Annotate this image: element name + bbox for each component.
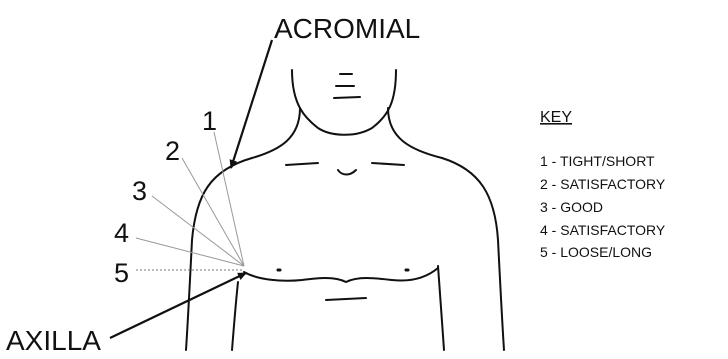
acromial-label: ACROMIAL (274, 13, 420, 44)
sternal-notch (338, 170, 356, 175)
acromial-arrow (231, 40, 272, 168)
key-legend: KEY 1 - TIGHT/SHORT 2 - SATISFACTORY 3 -… (540, 109, 666, 260)
neck-right (388, 108, 442, 158)
mouth (334, 97, 360, 98)
axilla-label: AXILLA (6, 325, 101, 354)
key-item-5: 5 - LOOSE/LONG (540, 244, 652, 260)
right-shoulder-arm (442, 158, 504, 350)
torso-outline (186, 70, 504, 350)
marker-1: 1 (202, 106, 217, 136)
right-clavicle (372, 163, 404, 165)
left-inner-arm (232, 282, 238, 350)
marker-4: 4 (114, 218, 129, 248)
key-title: KEY (540, 109, 572, 126)
neck-left (252, 108, 300, 158)
left-clavicle (286, 163, 318, 165)
axilla-arrow (110, 273, 246, 338)
face-outline (292, 70, 396, 135)
key-item-4: 4 - SATISFACTORY (540, 222, 666, 238)
marker-5: 5 (114, 258, 129, 288)
marker-2: 2 (165, 136, 180, 166)
pointer-lines (136, 132, 244, 270)
right-inner-arm (438, 266, 444, 350)
key-item-2: 2 - SATISFACTORY (540, 176, 666, 192)
abdomen-line (326, 298, 366, 300)
marker-3: 3 (132, 176, 147, 206)
pointer-line-1 (214, 132, 244, 266)
key-item-1: 1 - TIGHT/SHORT (540, 153, 655, 169)
key-item-3: 3 - GOOD (540, 199, 603, 215)
